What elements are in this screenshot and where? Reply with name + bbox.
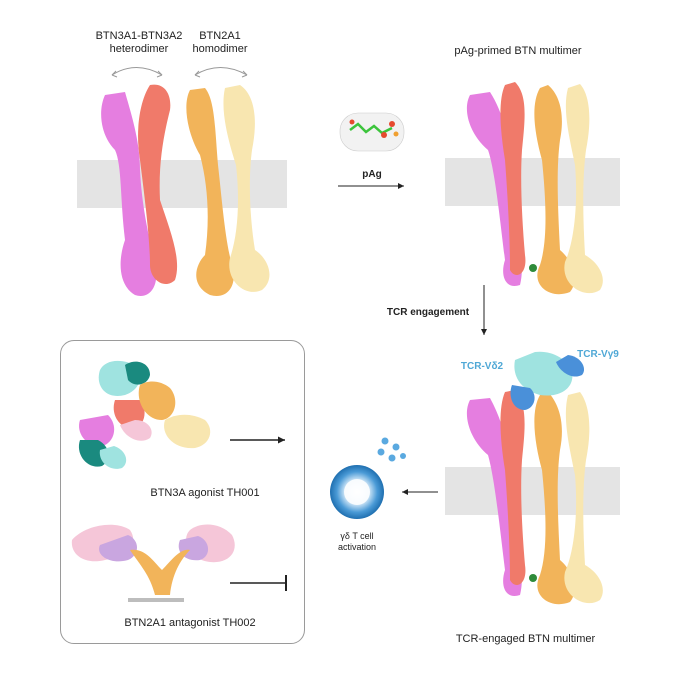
tcr-engaged-btn-multimer [466, 351, 603, 605]
heterodimer-label-line1: BTN3A1-BTN3A2 [95, 30, 183, 42]
curved-arrow-icon [111, 67, 163, 76]
membrane-left [77, 160, 287, 208]
heterodimer-label-line2: heterodimer [109, 43, 169, 55]
pag-molecule-icon [339, 112, 405, 152]
gd-tcell-line1: γδ T cell [340, 531, 374, 541]
primed-multimer-title: pAg-primed BTN multimer [454, 45, 582, 57]
agonist-complex [78, 360, 211, 469]
btn2a1-homodimer [186, 85, 270, 296]
agonist-label: BTN3A agonist TH001 [150, 487, 260, 499]
pag-label: pAg [362, 169, 382, 180]
membrane-top-right [445, 158, 620, 206]
gd-tcell-activation-label: γδ T cell activation [322, 531, 392, 553]
heterodimer-label: BTN3A1-BTN3A2 heterodimer [84, 30, 194, 56]
engaged-multimer-title: TCR-engaged BTN multimer [455, 633, 596, 645]
t-cell-icon [330, 437, 406, 519]
tcr-vd2-label: TCR-Vδ2 [460, 361, 504, 372]
homodimer-label-line1: BTN2A1 [199, 30, 241, 42]
antagonist-complex [71, 524, 235, 595]
curved-arrow-icon [194, 67, 248, 76]
homodimer-label-line2: homodimer [192, 43, 248, 55]
antagonist-label: BTN2A1 antagonist TH002 [124, 617, 256, 629]
homodimer-label: BTN2A1 homodimer [190, 30, 250, 56]
primed-btn-multimer [466, 82, 603, 295]
membrane-bottom-right [445, 467, 620, 515]
tcr-engagement-label: TCR engagement [386, 307, 470, 318]
tcr-vg9-label: TCR-Vγ9 [577, 349, 619, 360]
btn3a-heterodimer [101, 84, 178, 296]
gd-tcell-line2: activation [337, 542, 377, 552]
therapeutics-inset [60, 340, 305, 644]
